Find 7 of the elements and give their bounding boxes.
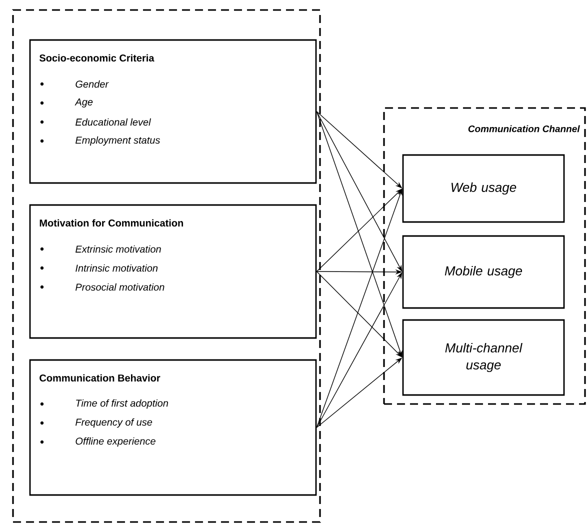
criteria-box: Communication Behavior Time of first adoption Frequency of use Offline experience — [29, 359, 317, 496]
channel-box: Mobile usage — [402, 235, 565, 309]
group-frame — [12, 9, 321, 523]
channel-box: Multi-channel usage — [402, 319, 565, 396]
channel-box: Web usage — [402, 154, 565, 223]
criteria-box: Socio-economic Criteria Gender Age Educational level Employment status — [29, 39, 317, 184]
criteria-box: Motivation for Communication Extrinsic motivation Intrinsic motivation Prosocial motivation — [29, 204, 317, 339]
